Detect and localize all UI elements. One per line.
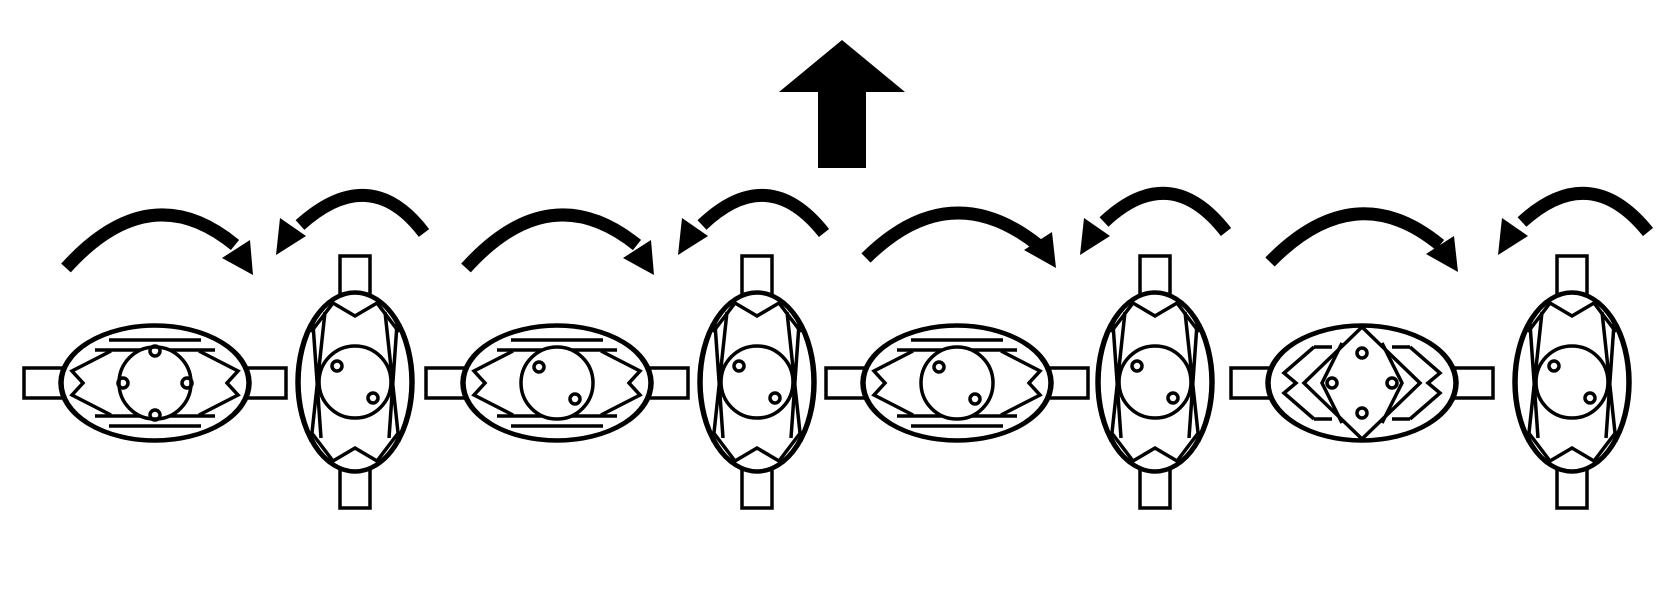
module-1	[22, 323, 288, 443]
module-8	[1512, 254, 1632, 510]
module-6	[1095, 254, 1215, 510]
module-3	[424, 323, 690, 443]
module-7	[1229, 323, 1495, 443]
counterclockwise-arrow-icon	[1080, 186, 1232, 255]
clockwise-arrow-icon	[461, 208, 654, 275]
counterclockwise-arrow-icon	[678, 188, 830, 255]
module-5	[824, 323, 1090, 443]
counterclockwise-arrow-icon	[276, 188, 430, 255]
clockwise-arrow-icon	[1265, 207, 1458, 272]
up-arrow-icon	[779, 40, 905, 168]
module-4	[697, 254, 817, 510]
clockwise-arrow-icon	[861, 206, 1056, 268]
counterclockwise-arrow-icon	[1498, 186, 1654, 255]
rotation-arrows	[61, 186, 1654, 275]
module-2	[295, 254, 415, 510]
clockwise-arrow-icon	[61, 208, 253, 275]
